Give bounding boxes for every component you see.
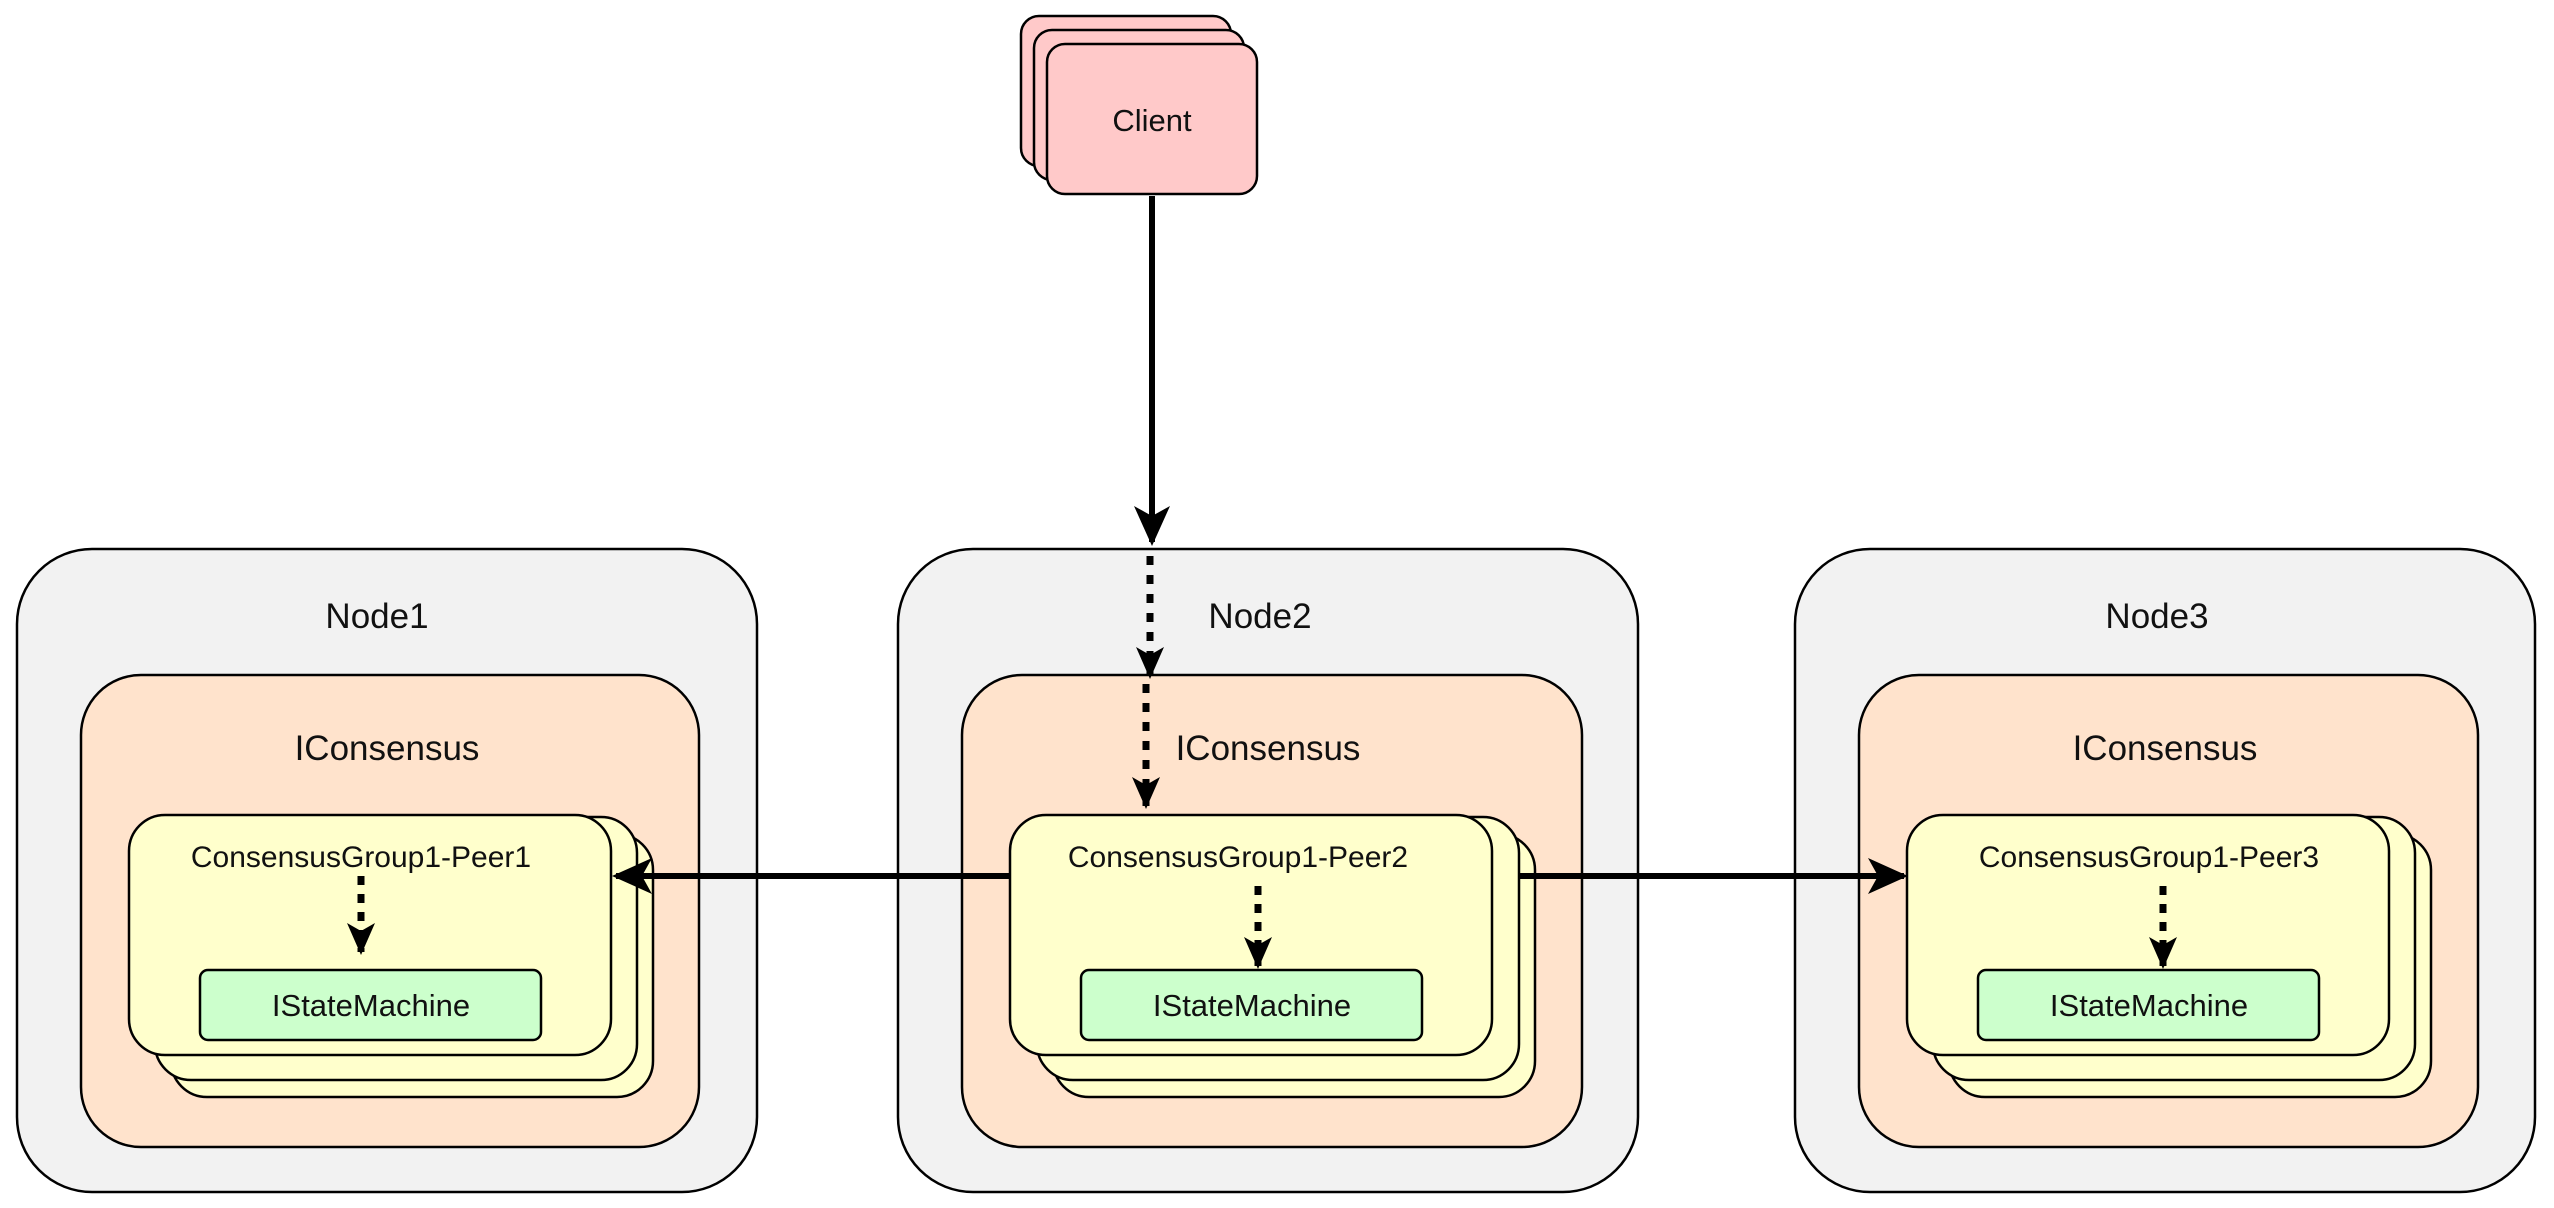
client-label: Client (1112, 103, 1192, 138)
node3-consensus-label: IConsensus (2073, 729, 2258, 768)
node3-peer-label: ConsensusGroup1-Peer3 (1979, 841, 2319, 874)
client-box: Client (1019, 14, 1259, 196)
node2-consensus-label: IConsensus (1176, 729, 1361, 768)
node2-peer-label: ConsensusGroup1-Peer2 (1068, 841, 1408, 874)
node1-statemachine-box: IStateMachine (198, 968, 543, 1042)
node2-title: Node2 (1208, 597, 1311, 636)
node1-statemachine-label: IStateMachine (272, 988, 470, 1023)
node2-container: Node2 IConsensus ConsensusGroup1-Peer2 I… (896, 547, 1640, 1194)
node2-statemachine-box: IStateMachine (1079, 968, 1424, 1042)
node3-title: Node3 (2105, 597, 2208, 636)
node2-peer-box: ConsensusGroup1-Peer2 IStateMachine (1008, 813, 1537, 1099)
node1-consensus-label: IConsensus (295, 729, 480, 768)
node3-peer-box: ConsensusGroup1-Peer3 IStateMachine (1905, 813, 2433, 1099)
node3-container: Node3 IConsensus ConsensusGroup1-Peer3 I… (1793, 547, 2537, 1194)
node3-statemachine-box: IStateMachine (1976, 968, 2321, 1042)
node1-peer-box: ConsensusGroup1-Peer1 IStateMachine (127, 813, 655, 1099)
node1-container: Node1 IConsensus ConsensusGroup1-Peer1 I… (15, 547, 759, 1194)
node1-peer-label: ConsensusGroup1-Peer1 (191, 841, 531, 874)
node3-statemachine-label: IStateMachine (2050, 988, 2248, 1023)
node2-statemachine-label: IStateMachine (1153, 988, 1351, 1023)
node1-title: Node1 (325, 597, 428, 636)
